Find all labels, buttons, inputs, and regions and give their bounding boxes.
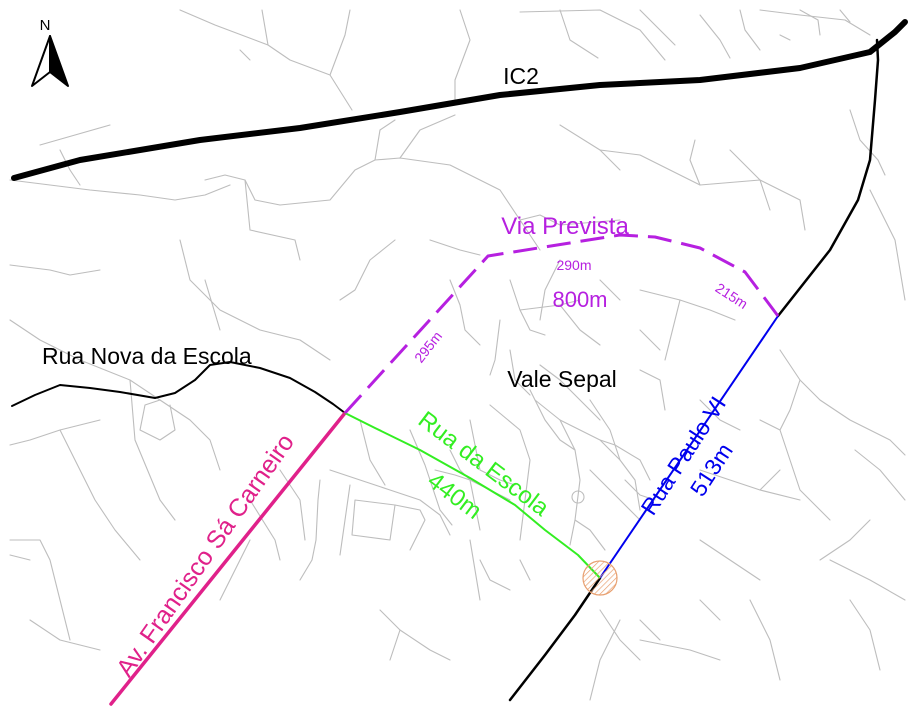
label-via-prevista: Via Prevista (501, 213, 629, 240)
label-ic2: IC2 (503, 63, 539, 89)
road-via-prevista-line (343, 233, 780, 415)
road-rua-nova-da-escola-line (11, 361, 346, 414)
minor-streets (9, 9, 906, 701)
roundabout (571, 490, 585, 504)
road-paulo-vi-south-extension (508, 576, 602, 702)
north-arrow-label: N (40, 17, 51, 34)
road-rua-paulo-vi-line (599, 315, 779, 579)
label-rua-nova-da-escola: Rua Nova da Escola (42, 343, 252, 369)
road-rua-da-escola-line (344, 412, 601, 579)
junction-marker (582, 560, 618, 596)
label-via-segment-1: 290m (556, 257, 591, 273)
north-arrow-fill (49, 35, 69, 87)
road-paulo-vi-north-extension (776, 38, 880, 318)
road-av-francisco-line (109, 411, 347, 706)
label-via-prevista-total: 800m (552, 287, 607, 312)
label-vale-sepal: Vale Sepal (507, 366, 617, 392)
north-arrow: N (31, 17, 69, 87)
road-ic2-line (11, 19, 908, 181)
